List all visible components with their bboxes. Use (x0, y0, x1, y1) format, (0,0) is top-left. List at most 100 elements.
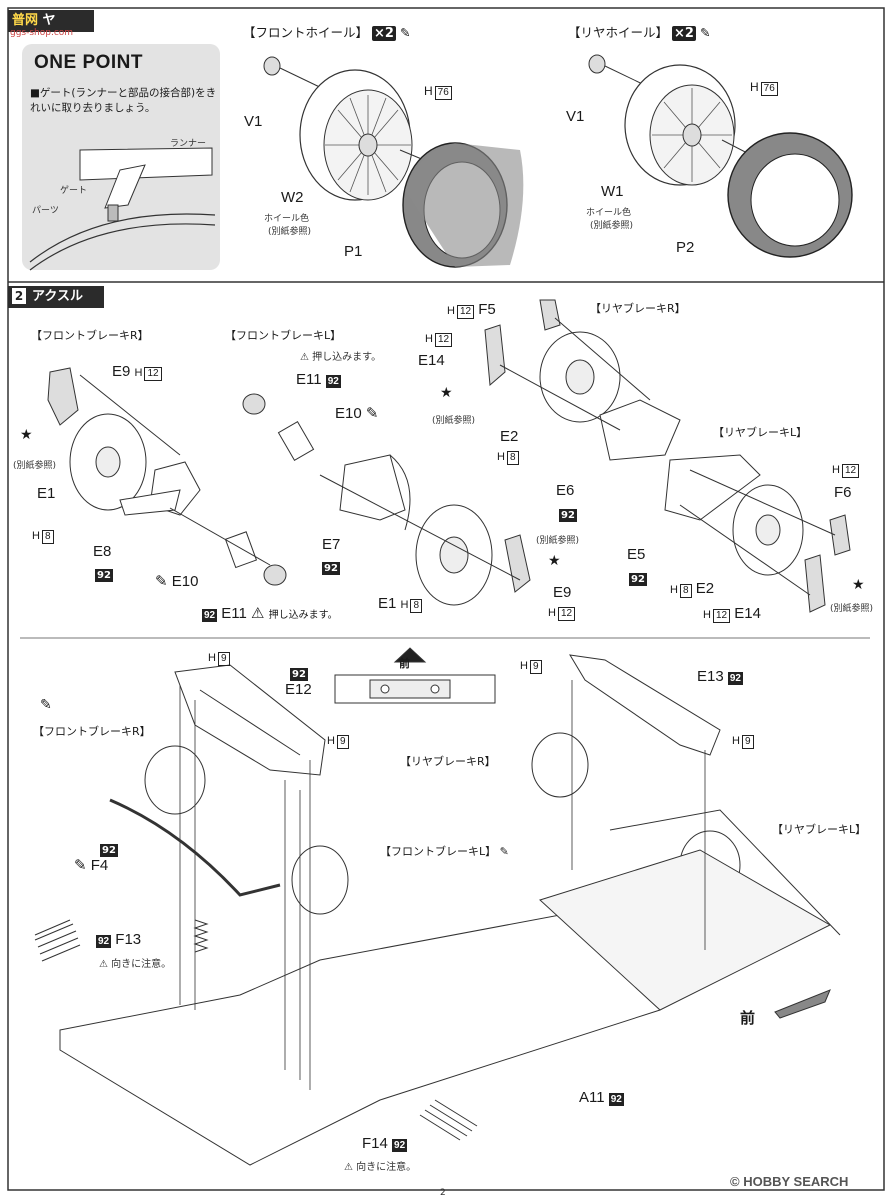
wheel-color-ref: (別紙参照) (268, 227, 312, 237)
rear-brake-l-callout: 【リヤブレーキL】 (772, 823, 867, 836)
part-label-a11: A11 92 (579, 1089, 624, 1106)
direction-note-f14: ⚠ 向きに注意。 (344, 1162, 417, 1173)
color-code-92-f4: 92 (100, 844, 118, 857)
part-label-e11: E11 92 (296, 371, 341, 388)
site-logo-sub: ggs-shop.com (10, 28, 74, 38)
step-title: アクスル (32, 289, 83, 304)
watermark: © HOBBY SEARCH (730, 1174, 849, 1189)
header-title-tail: ヤ (42, 13, 56, 28)
part-label-e13: E13 92 (697, 668, 743, 685)
press-in-note-1: ⚠ 押し込みます。 (300, 352, 382, 363)
runner-label: ランナー (170, 139, 207, 149)
color-code-92-e6: 92 (559, 509, 577, 522)
part-label-f4: ✎ F4 (74, 857, 109, 874)
wheel-color-note-rear: ホイール色 (586, 208, 632, 218)
part-label-e6: E6 (556, 482, 575, 499)
gate-label: ゲート (60, 186, 88, 196)
one-point-box: ONE POINT ■ゲート(ランナーと部品の接合部)をきれいに取り去りましょう… (22, 44, 220, 270)
part-label-f14: F14 92 (362, 1135, 408, 1152)
step1-header-bar: 普网 ヤ (8, 10, 94, 32)
front-direction-label: 前 (399, 658, 410, 670)
part-label-e11-b: 92 E11 ⚠ 押し込みます。 (202, 605, 338, 622)
front-brake-r-callout: 【フロントブレーキR】 (33, 725, 151, 738)
one-point-title: ONE POINT (34, 52, 144, 73)
part-label-f6: F6 (834, 484, 852, 501)
part-label-e2: E2 (500, 428, 519, 445)
cement-icon: ✎ (74, 857, 87, 874)
part-label-f13: 92 F13 (96, 931, 142, 948)
quantity-badge: ×2 (672, 26, 696, 41)
color-code-92-e5: 92 (629, 573, 647, 586)
rear-brake-r-callout: 【リヤブレーキR】 (400, 755, 496, 768)
warning-icon: ⚠ (251, 605, 265, 622)
front-brake-r-title: 【フロントブレーキR】 (31, 329, 149, 342)
separate-sheet-ref-2: (別紙参照) (536, 536, 580, 546)
warning-icon: ⚠ (300, 352, 309, 363)
part-label-e10: E10 ✎ (335, 405, 379, 422)
part-label-v1: V1 (244, 113, 263, 130)
paint-star-icon: ★ (440, 384, 453, 400)
front-brake-l-title: 【フロントブレーキL】 (225, 329, 342, 342)
part-label-e14: E14 (418, 352, 445, 369)
cement-icon: ✎ (399, 25, 411, 40)
cement-icon: ✎ (40, 696, 52, 712)
step-number: 2 (12, 288, 26, 304)
paint-star-icon: ★ (852, 576, 865, 592)
part-label-p1: P1 (344, 243, 363, 260)
part-label-v1-rear: V1 (566, 108, 585, 125)
part-label-e10-b: ✎ E10 (155, 573, 199, 590)
part-label-p2: P2 (676, 239, 695, 256)
color-code-92-e7: 92 (322, 562, 340, 575)
part-label-e7: E7 (322, 536, 341, 553)
one-point-text: ■ゲート(ランナーと部品の接合部)をきれいに取り去りましょう。 (30, 87, 217, 114)
cement-icon: ✎ (699, 25, 711, 40)
parts-label: パーツ (32, 206, 59, 216)
part-label-e8: E8 (93, 543, 112, 560)
warning-icon: ⚠ (99, 959, 108, 970)
rear-brake-l-title: 【リヤブレーキL】 (713, 426, 808, 439)
part-label-e9-b: E9 (553, 584, 572, 601)
rear-wheel-drawing (588, 54, 853, 258)
color-code-92: 92 (95, 569, 113, 582)
page-number: 2 (440, 1188, 446, 1198)
paint-star-icon: ★ (20, 426, 33, 442)
part-label-w1: W1 (601, 183, 624, 200)
step2-drawings (47, 299, 851, 613)
cement-icon: ✎ (499, 845, 509, 858)
front-wheel-title: 【フロントホイール】 ×2 ✎ (243, 25, 411, 41)
quantity-badge: ×2 (372, 26, 396, 41)
site-logo: 普网 (12, 13, 39, 28)
warning-icon: ⚠ (344, 1162, 353, 1173)
part-label-w2: W2 (281, 189, 304, 206)
rear-wheel-title: 【リヤホイール】 ×2 ✎ (568, 25, 711, 41)
part-label-e1: E1 (37, 485, 56, 502)
color-code-92-e12: 92 (290, 668, 308, 681)
step3-drawings (34, 647, 841, 1166)
cement-icon: ✎ (365, 405, 379, 422)
paint-star-icon: ★ (548, 552, 561, 568)
separate-sheet-ref: (別紙参照) (13, 461, 57, 471)
wheel-color-note: ホイール色 (264, 214, 310, 224)
rear-brake-r-title: 【リヤブレーキR】 (590, 302, 686, 315)
front-brake-l-callout: 【フロントブレーキL】 ✎ (380, 845, 509, 858)
separate-sheet-ref-4: (別紙参照) (830, 604, 874, 614)
front-wheel-drawing (263, 56, 524, 268)
part-label-e12: E12 (285, 681, 312, 698)
cement-icon: ✎ (155, 573, 168, 590)
part-label-e5: E5 (627, 546, 646, 563)
